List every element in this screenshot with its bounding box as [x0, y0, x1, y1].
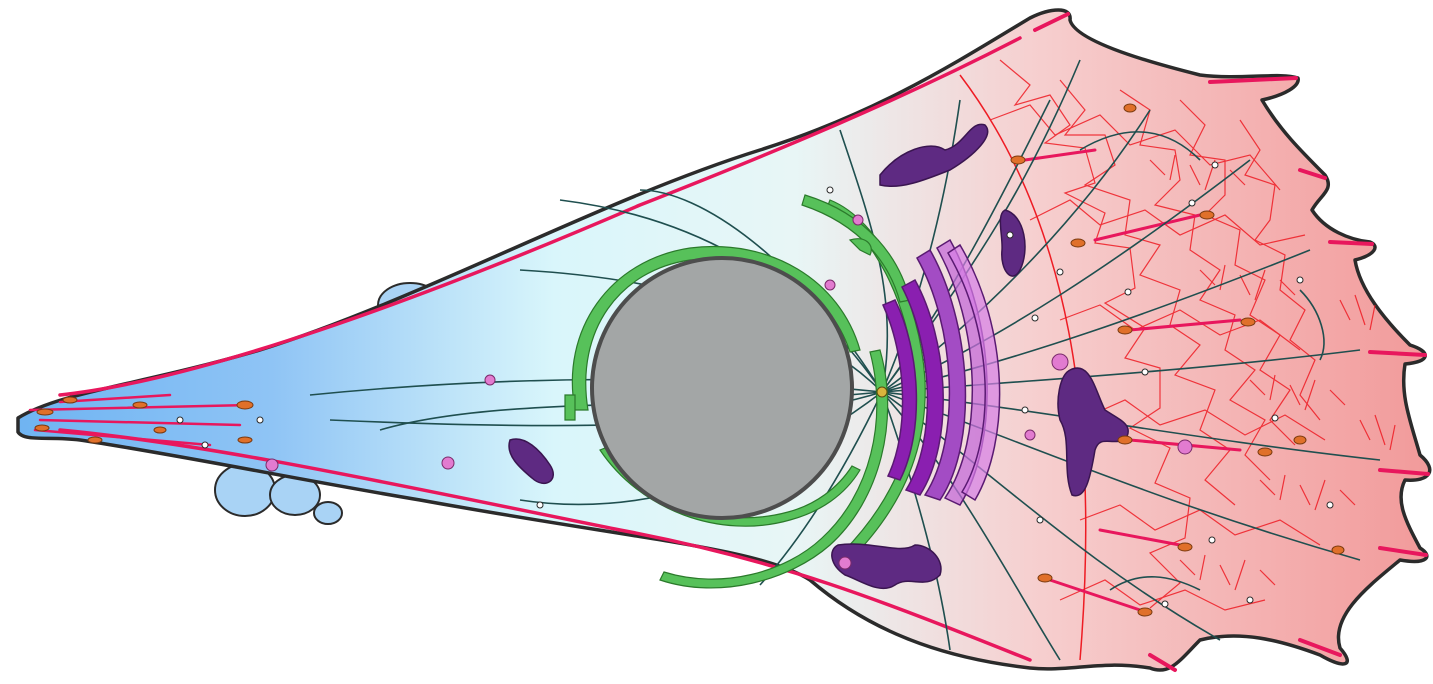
- centrosome: [877, 387, 887, 397]
- bleb: [314, 502, 342, 524]
- nucleus: [592, 258, 852, 518]
